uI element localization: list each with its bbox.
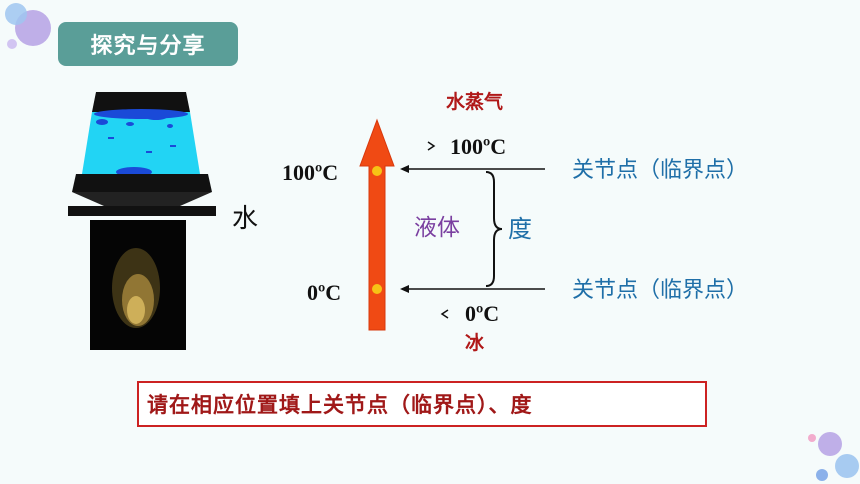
decor-circle [7,39,17,49]
critical-point-bottom-label: 关节点（临界点） [572,278,749,303]
decor-circle [5,3,27,25]
water-label: 水 [232,204,259,234]
axis-boiling-temp: 100ºC [282,160,339,185]
boiling-line-arrowhead [400,165,409,173]
melting-point-dot [372,284,382,294]
instruction-box: 请在相应位置填上关节点（临界点）、度 [137,381,707,427]
axis-melting-temp: 0ºC [307,280,342,305]
instruction-text: 请在相应位置填上关节点（临界点）、度 [147,393,533,417]
small-arrow-top [427,141,436,151]
decor-circles-bottom-right [808,432,859,481]
melting-temp-label: 0ºC [465,301,500,326]
decor-circle [816,469,828,481]
heated-beaker-illustration [68,92,216,350]
boiling-temp-label: 100ºC [450,134,507,159]
decor-circles-top-left [5,3,51,49]
water-surface [94,109,188,119]
decor-circle [808,434,816,442]
bubble [167,124,173,128]
boiling-point-dot [372,166,382,176]
bubble [126,122,134,126]
stand-plate [68,206,216,216]
melting-line-arrowhead [400,285,409,293]
decor-circle [818,432,842,456]
ice-phase-label: 冰 [465,332,485,354]
bubble [96,119,108,125]
vapor-phase-label: 水蒸气 [446,91,504,113]
critical-point-top-label: 关节点（临界点） [572,158,749,183]
temperature-arrow [359,118,395,331]
degree-label: 度 [508,215,532,243]
phase-diagram [359,118,545,331]
curly-brace [485,171,503,287]
stand-top [72,192,212,206]
flame-hot [127,296,145,324]
page-title: 探究与分享 [58,22,238,66]
bubble [144,112,168,120]
liquid-phase-label: 液体 [414,215,460,241]
beaker-lid [92,92,190,112]
small-arrow-bottom [440,309,449,319]
beaker-base [72,174,212,192]
decor-circle [835,454,859,478]
